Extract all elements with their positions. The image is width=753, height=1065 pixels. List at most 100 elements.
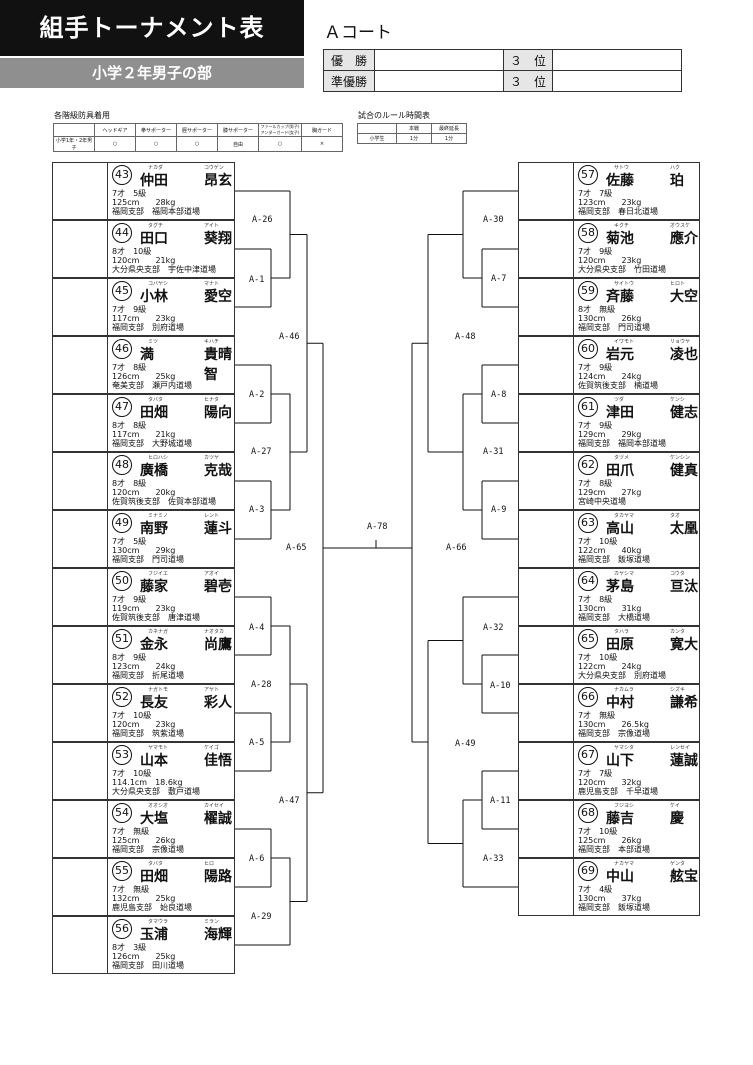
name-kana-family: ヤマモト (148, 745, 169, 751)
results-table: 優 勝 ３ 位 準優勝 ３ 位 (323, 49, 682, 92)
name-kana-family: サイトウ (614, 281, 635, 287)
name-kana-given: ケイ (670, 803, 680, 809)
player-family-name: 田爪 (606, 463, 634, 479)
name-kana-given: ヒナタ (204, 397, 220, 403)
name-kana-given: アオイ (204, 571, 220, 577)
match-label: A-11 (489, 796, 512, 806)
name-kana-family: ツダ (614, 397, 625, 403)
name-kana-given: リョウヤ (670, 339, 691, 345)
title-background (0, 0, 304, 56)
player-color-box (52, 568, 108, 626)
player-color-box (518, 684, 574, 742)
player-number: 56 (112, 919, 132, 939)
player-height-weight: 125cm 28kg (112, 198, 176, 207)
name-kana-family: ナカムラ (614, 687, 634, 693)
player-age-rank: 8才 10級 (112, 247, 152, 256)
player-age-rank: 7才 9級 (112, 595, 147, 604)
player-family-name: 中山 (606, 869, 634, 885)
player-family-name: 玉浦 (140, 927, 168, 943)
player-height-weight: 129cm 27kg (578, 488, 642, 497)
name-kana-family: イワモト (614, 339, 635, 345)
rules-table: 本戦 最終延長 小学生 1分 1分 (357, 123, 467, 144)
name-kana-given: ヒロト (670, 281, 686, 287)
player-height-weight: 126cm 25kg (112, 952, 176, 961)
player-dojo: 福岡支部 田川道場 (112, 961, 184, 970)
player-color-box (52, 278, 108, 336)
player-color-box (52, 452, 108, 510)
name-kana-given: コウタ (670, 571, 685, 577)
name-kana-family: ミツ (148, 339, 159, 345)
rules-table-title: 試合のルール時間表 (358, 111, 430, 120)
player-age-rank: 7才 5級 (112, 537, 147, 546)
name-kana-given: タオ (670, 513, 681, 519)
name-kana-given: ケンシ (670, 397, 685, 403)
player-dojo: 大分県央支部 敷戸道場 (112, 787, 200, 796)
name-kana-given: カイセイ (204, 803, 225, 809)
player-dojo: 佐賀筑後支部 佐賀本部道場 (112, 497, 216, 506)
name-kana-given: キハチ (204, 339, 220, 345)
player-color-box (518, 278, 574, 336)
match-label: A-78 (366, 522, 389, 532)
player-age-rank: 7才 10級 (578, 827, 618, 836)
name-kana-given: アイト (204, 223, 219, 229)
player-age-rank: 7才 9級 (578, 363, 613, 372)
player-family-name: 廣橋 (140, 463, 168, 479)
player-color-box (518, 742, 574, 800)
player-age-rank: 7才 無級 (112, 885, 150, 894)
player-number: 62 (578, 455, 598, 475)
match-label: A-49 (454, 739, 477, 749)
player-number: 46 (112, 339, 132, 359)
player-number: 51 (112, 629, 132, 649)
first-place-label: 優 勝 (323, 49, 375, 71)
player-color-box (52, 684, 108, 742)
player-family-name: 南野 (140, 521, 168, 537)
name-kana-family: カヤシマ (614, 571, 635, 577)
player-number: 45 (112, 281, 132, 301)
player-color-box (518, 858, 574, 916)
gear-cell: × (301, 136, 343, 152)
player-color-box (518, 162, 574, 220)
player-given-name: 愛空 (204, 289, 232, 305)
name-kana-given: ナオタカ (204, 629, 225, 635)
match-label: A-30 (482, 215, 505, 225)
player-height-weight: 119cm 23kg (112, 604, 176, 613)
player-dojo: 福岡支部 本部道場 (578, 845, 650, 854)
player-family-name: 斉藤 (606, 289, 634, 305)
page-title: 組手トーナメント表 (39, 13, 265, 42)
name-kana-family: タハラ (614, 629, 630, 635)
name-kana-given: ケンシン (670, 455, 690, 461)
player-color-box (52, 220, 108, 278)
match-label: A-3 (248, 505, 266, 515)
player-number: 59 (578, 281, 598, 301)
player-height-weight: 130cm 31kg (578, 604, 642, 613)
player-age-rank: 7才 10級 (578, 537, 618, 546)
player-dojo: 奄美支部 瀬戸内道場 (112, 381, 192, 390)
player-dojo: 福岡支部 折尾道場 (112, 671, 184, 680)
name-kana-given: ヒロ (204, 861, 215, 867)
player-number: 52 (112, 687, 132, 707)
player-height-weight: 125cm 26kg (578, 836, 642, 845)
player-given-name: 健真 (670, 463, 698, 479)
player-age-rank: 7才 5級 (112, 189, 147, 198)
name-kana-family: ナガトモ (148, 687, 169, 693)
player-age-rank: 7才 10級 (578, 653, 618, 662)
player-number: 50 (112, 571, 132, 591)
player-given-name: 碧壱 (204, 579, 232, 595)
player-age-rank: 7才 10級 (112, 711, 152, 720)
name-kana-given: ケイゴ (204, 745, 219, 751)
